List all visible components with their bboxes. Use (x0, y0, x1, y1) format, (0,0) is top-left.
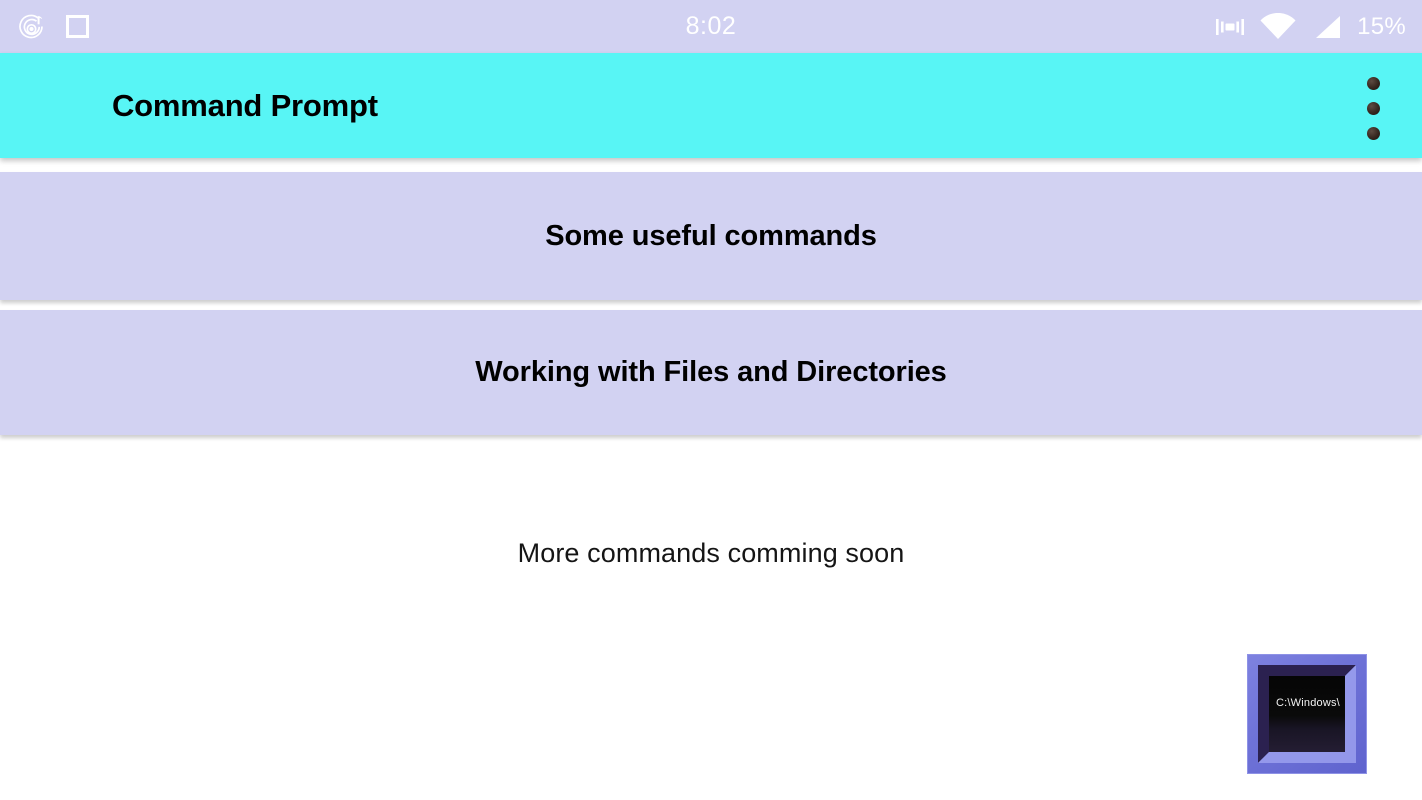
cmd-icon-screen: C:\Windows\ (1269, 676, 1345, 752)
square-notification-icon (64, 13, 91, 40)
page-title: Command Prompt (112, 87, 378, 123)
overflow-dot-icon (1367, 77, 1380, 90)
main-content: Some useful commands Working with Files … (0, 158, 1422, 800)
vibrate-icon (1214, 13, 1246, 41)
list-item-label: Working with Files and Directories (475, 356, 947, 388)
wifi-icon (1259, 12, 1297, 41)
app-bar: Command Prompt (0, 53, 1422, 158)
status-bar: 8:02 15% (0, 0, 1422, 53)
status-bar-system-icons: 15% (1214, 12, 1406, 41)
cellular-signal-icon (1310, 13, 1344, 41)
overflow-dot-icon (1367, 127, 1380, 140)
music-notification-icon (18, 12, 48, 42)
list-item[interactable]: Some useful commands (0, 172, 1422, 300)
overflow-dot-icon (1367, 102, 1380, 115)
list-item[interactable]: Working with Files and Directories (0, 310, 1422, 435)
status-bar-clock: 8:02 (685, 12, 737, 40)
status-bar-clock-wrap: 8:02 (0, 12, 1422, 41)
coming-soon-note: More commands comming soon (517, 538, 905, 568)
list-item-label: Some useful commands (545, 219, 877, 252)
battery-percent-label: 15% (1357, 12, 1406, 40)
cmd-icon-path-text: C:\Windows\ (1276, 697, 1340, 709)
overflow-menu-button[interactable] (1367, 77, 1380, 140)
status-bar-notification-icons (18, 12, 91, 42)
command-prompt-icon[interactable]: C:\Windows\ (1247, 654, 1367, 774)
